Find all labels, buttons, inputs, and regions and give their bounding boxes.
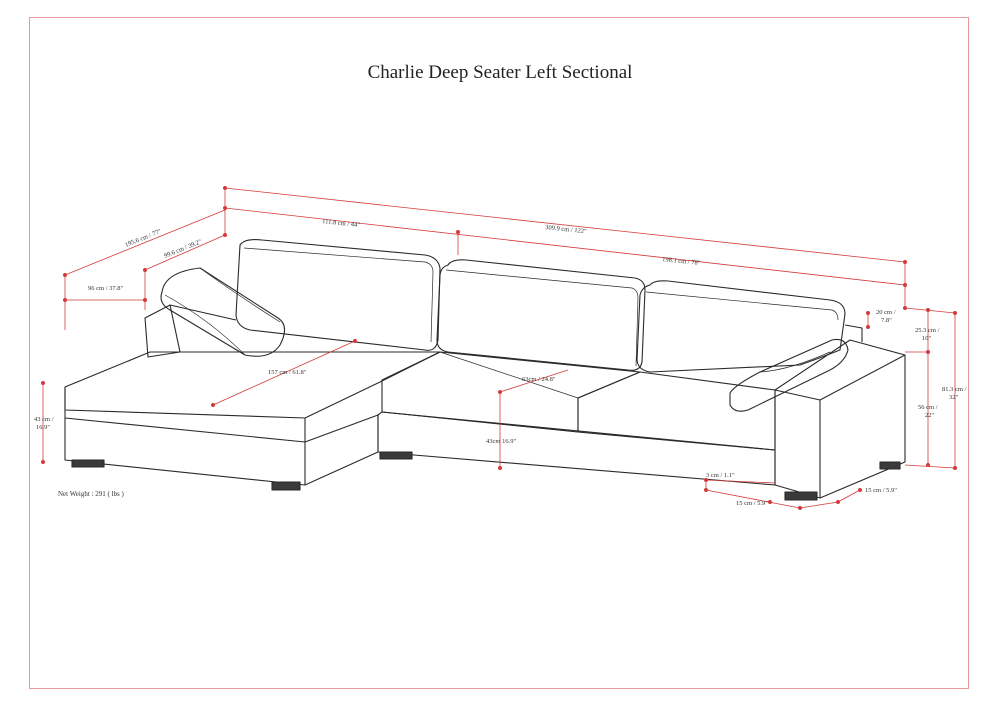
back-cushion-right bbox=[636, 280, 846, 373]
dim-seat-depth-side: 96 cm / 37.8" bbox=[88, 285, 123, 292]
dim-chaise-width: 111.8 cm / 44" bbox=[322, 218, 361, 229]
leg bbox=[784, 491, 818, 501]
net-weight: Net Weight : 291 ( lbs ) bbox=[58, 490, 124, 498]
dim-back-depth: 99.6 cm / 39.2" bbox=[163, 238, 203, 260]
dim-total-width: 309.9 cm / 122" bbox=[545, 224, 587, 235]
dim-back-height-top: 25.3 cm / bbox=[915, 327, 940, 334]
page-title: Charlie Deep Seater Left Sectional bbox=[367, 62, 633, 83]
dimension-lines bbox=[42, 187, 956, 509]
dim-seat-height-center: 43cm 16.9" bbox=[486, 438, 516, 445]
dimension-labels: 309.9 cm / 122" 111.8 cm / 44" 198.1 cm … bbox=[34, 218, 967, 507]
dim-back-height-top-in: 10" bbox=[922, 335, 932, 342]
dim-seat-depth: 63cm / 24.8" bbox=[522, 376, 556, 383]
dim-sofa-width: 198.1 cm / 78" bbox=[662, 256, 701, 267]
dim-total-height: 81.3 cm / bbox=[942, 386, 967, 393]
leg bbox=[71, 459, 105, 468]
dim-seat-height-left-in: 16.9" bbox=[36, 424, 50, 431]
dim-arm-width-top-in: 7.8" bbox=[881, 317, 892, 324]
dim-leg-height: 3 cm / 1.1" bbox=[706, 472, 735, 479]
back-cushion-center bbox=[436, 259, 646, 371]
dimension-points bbox=[41, 186, 957, 510]
chaise-seat-front bbox=[64, 387, 306, 443]
dim-seat-height-left: 43 cm / bbox=[34, 416, 54, 423]
dim-chaise-length: 157 cm / 61.8" bbox=[268, 369, 307, 376]
right-arm bbox=[774, 339, 906, 499]
dim-arm-width-top: 20 cm / bbox=[876, 309, 896, 316]
leg bbox=[379, 451, 413, 460]
leg bbox=[879, 461, 901, 470]
right-pillow bbox=[729, 338, 849, 412]
sofa-outline bbox=[64, 239, 906, 501]
dim-arm-height: 56 cm / bbox=[918, 404, 938, 411]
dim-arm-height-in: 22" bbox=[925, 412, 935, 419]
dim-leg-side: 15 cm / 5.9" bbox=[865, 487, 897, 494]
leg bbox=[271, 481, 301, 491]
chaise-pillow bbox=[160, 267, 286, 357]
chaise-seat-top bbox=[64, 351, 441, 419]
dim-leg-front: 15 cm / 5.9" bbox=[736, 500, 768, 507]
dim-total-depth: 195.6 cm / 77" bbox=[124, 228, 163, 249]
seat-cushion-center bbox=[381, 351, 641, 433]
dim-total-height-in: 32" bbox=[949, 394, 959, 401]
page-frame bbox=[29, 17, 969, 689]
back-cushion-left bbox=[235, 239, 441, 351]
